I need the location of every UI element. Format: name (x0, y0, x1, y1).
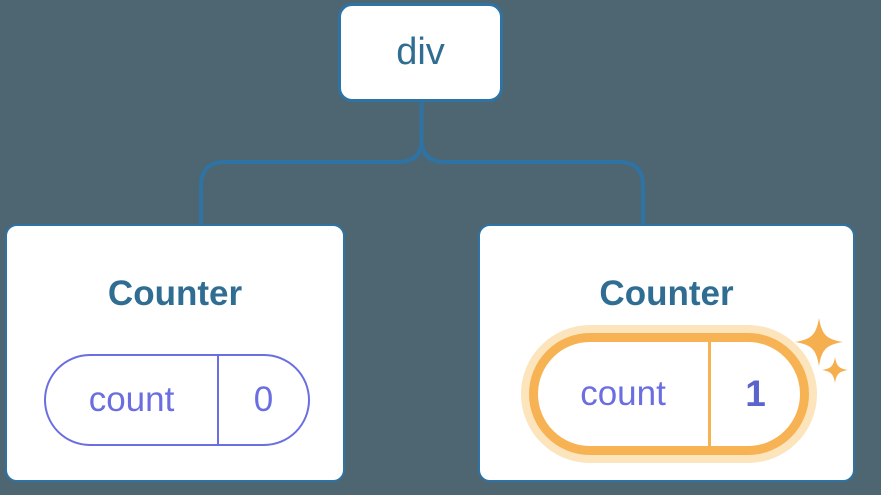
state-key-label: count (88, 380, 175, 419)
counter-card-updated: Counter count 1 (478, 224, 855, 482)
component-title: Counter (599, 274, 734, 313)
state-value: 0 (253, 380, 274, 419)
sparkle-icon (795, 318, 848, 383)
state-value: 1 (745, 373, 766, 414)
root-node-div: div (338, 3, 503, 102)
sparkle-star-large (795, 318, 843, 366)
connector-right-branch (419, 102, 645, 226)
connector-left-branch (199, 102, 424, 226)
counter-card-initial: Counter count 0 (5, 224, 345, 482)
state-key-label: count (580, 374, 666, 413)
state-pill: count 0 (44, 354, 310, 446)
root-node-label: div (396, 31, 445, 73)
pill-divider (217, 356, 219, 444)
state-pill-highlighted: count 1 (529, 333, 809, 455)
component-title: Counter (107, 274, 243, 313)
sparkle-star-small (822, 357, 848, 383)
pill-divider (708, 342, 711, 446)
